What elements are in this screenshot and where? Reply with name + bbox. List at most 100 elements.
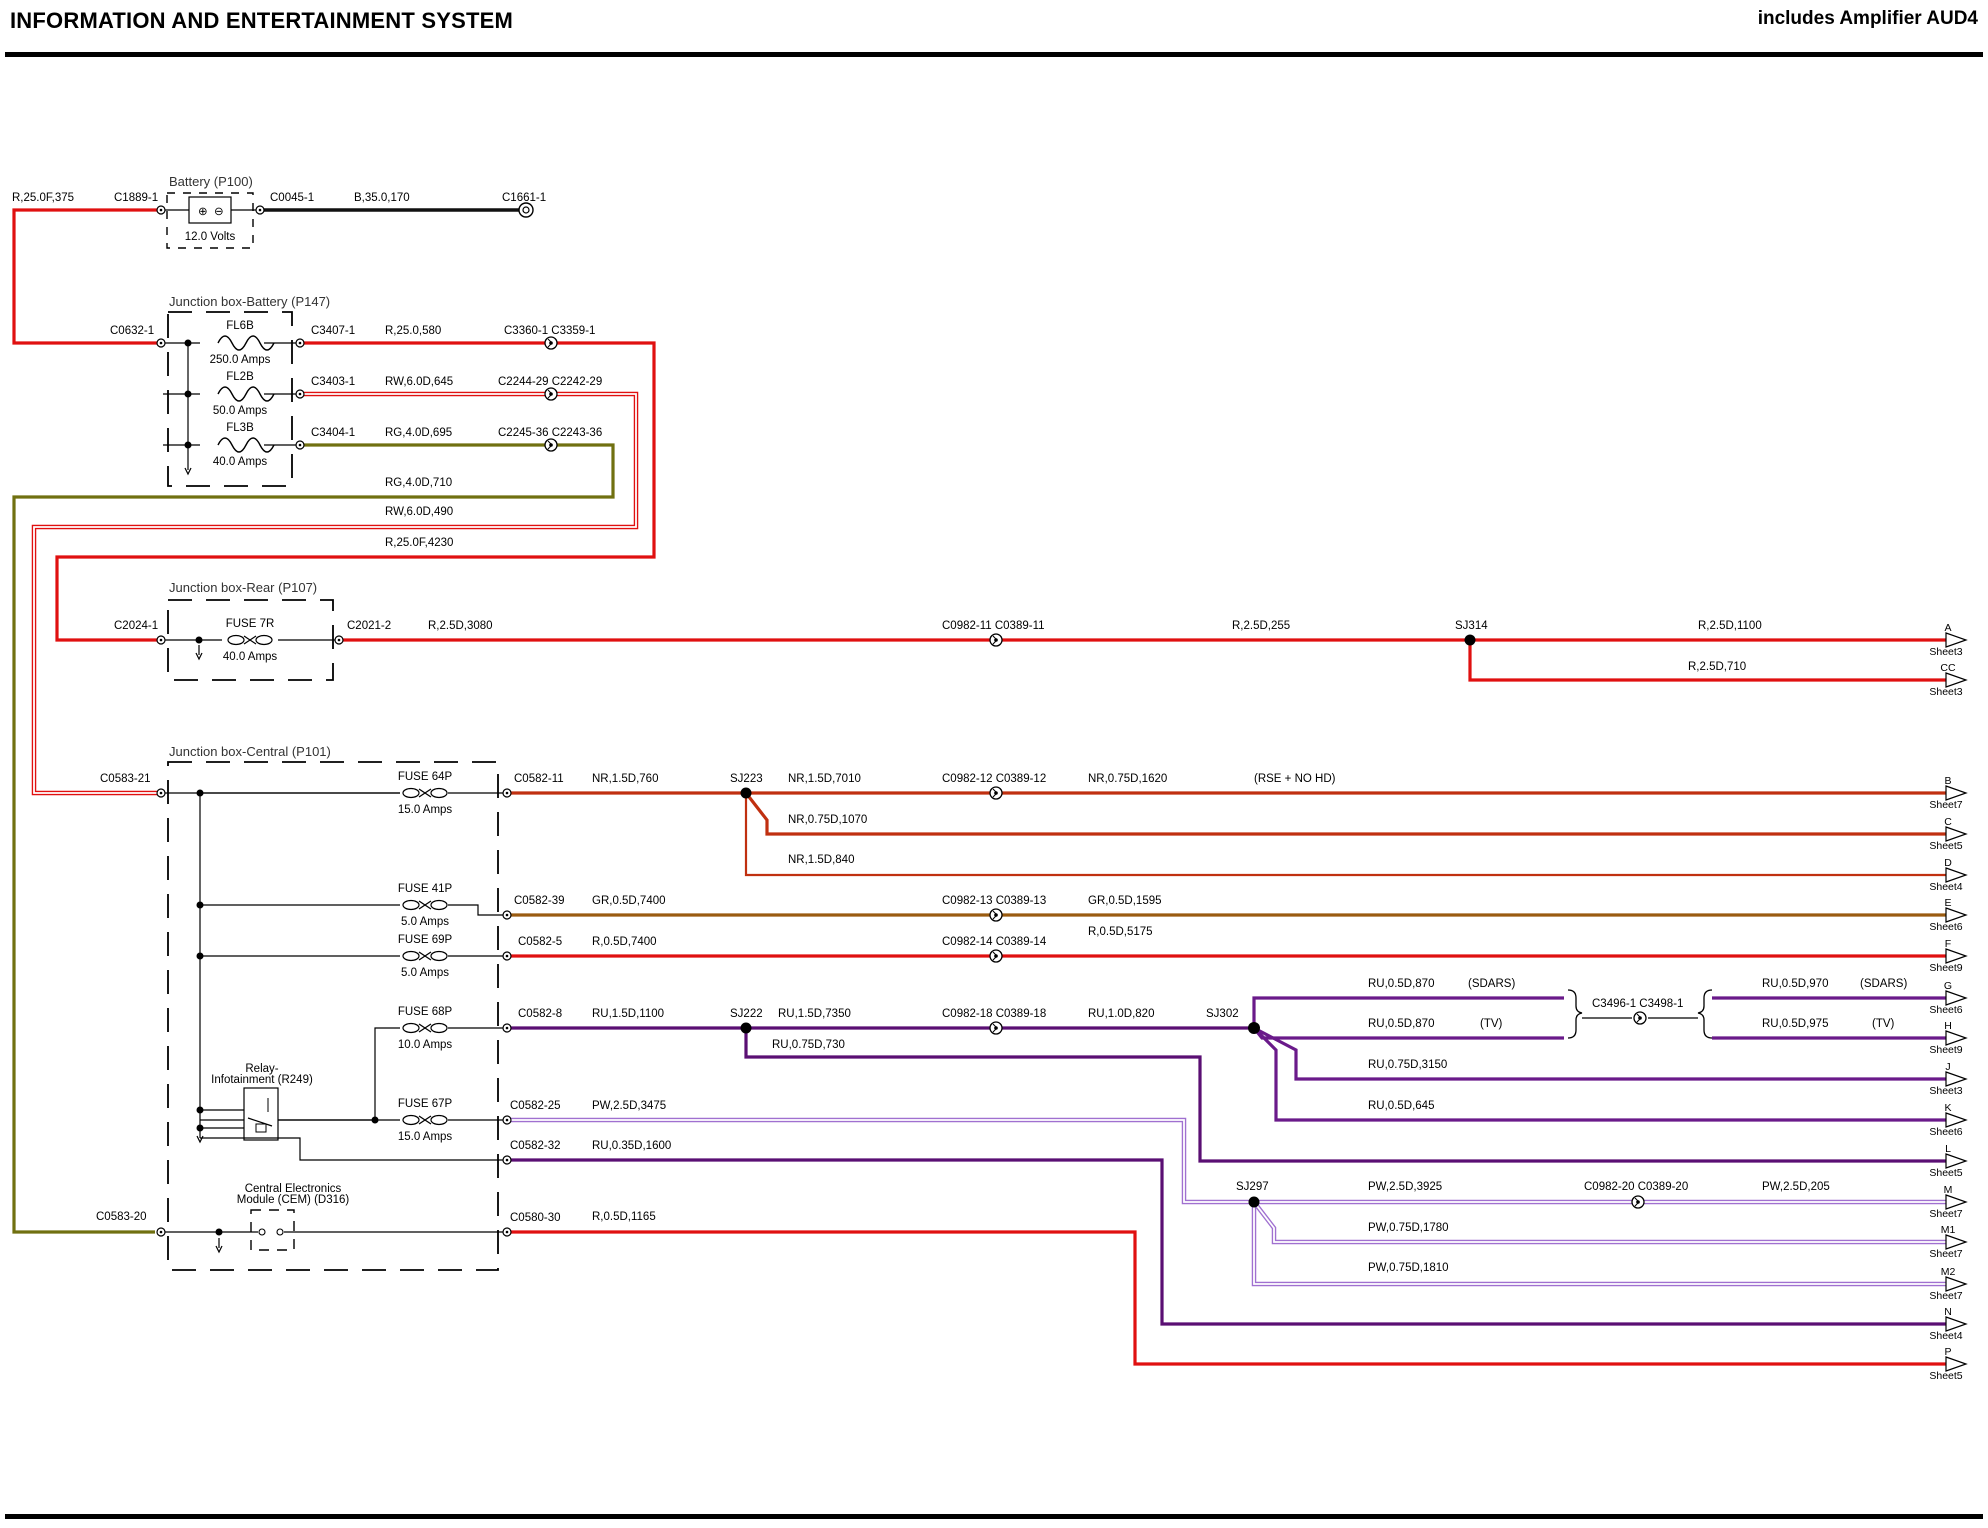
label-w7010: NR,1.5D,7010 — [788, 773, 861, 785]
pin-jbc-out-0-center — [505, 791, 509, 795]
splice-sj223 — [740, 787, 752, 799]
relay-node-1 — [196, 1106, 204, 1114]
output-e-arrow — [1945, 907, 1968, 923]
label-c0582-39: C0582-39 — [514, 895, 565, 907]
wire-ru1600 — [508, 1158, 1946, 1326]
pin-c0583-20-center — [159, 1230, 163, 1234]
fuse-1-rating: 50.0 Amps — [213, 405, 268, 417]
bracket-left — [1567, 989, 1583, 1039]
top-rule — [5, 52, 1983, 57]
fuse-0-symbol — [217, 335, 275, 351]
fuse-central-1-name: FUSE 41P — [398, 883, 453, 895]
inline-c0982-12-chevron — [992, 788, 998, 798]
label-w255: R,2.5D,255 — [1232, 620, 1290, 632]
label-w1600: RU,0.35D,1600 — [592, 1140, 671, 1152]
label-w205: PW,2.5D,205 — [1762, 1181, 1830, 1193]
output-h-sheet: Sheet9 — [1929, 1044, 1962, 1056]
output-p-letter: P — [1944, 1346, 1951, 1358]
label-c0982-18: C0982-18 C0389-18 — [942, 1008, 1046, 1020]
output-g-letter: G — [1944, 980, 1952, 992]
label-c3403: C3403-1 — [311, 376, 355, 388]
label-c2021: C2021-2 — [347, 620, 391, 632]
pin-c1661 — [518, 202, 534, 218]
label-w820: RU,1.0D,820 — [1088, 1008, 1154, 1020]
pin-c1889-center — [159, 208, 163, 212]
fuse-central-4-symbol-link2 — [418, 1115, 432, 1125]
wire-nr1070 — [744, 792, 1946, 836]
wire-rg710 — [12, 443, 615, 1234]
inline-c0982-18-center — [994, 1026, 998, 1030]
label-w710b: R,2.5D,710 — [1688, 661, 1746, 673]
label-c1661: C1661-1 — [502, 192, 546, 204]
label-w710a: RG,4.0D,710 — [385, 477, 452, 489]
label-w1070: NR,0.75D,1070 — [788, 814, 867, 826]
output-n-sheet: Sheet4 — [1929, 1330, 1962, 1342]
pin-jbc-out-4-center — [505, 1118, 509, 1122]
output-m2-letter: M2 — [1941, 1266, 1956, 1278]
output-c-arrow — [1945, 826, 1968, 842]
inline-c0982-11-chevron — [992, 635, 998, 645]
output-d-arrow — [1945, 867, 1968, 883]
output-cc-letter: CC — [1940, 662, 1956, 674]
label-w1620: NR,0.75D,1620 — [1088, 773, 1167, 785]
label-c0632: C0632-1 — [110, 325, 154, 337]
label-w870a: RU,0.5D,870 — [1368, 978, 1434, 990]
fuse-central-3-rating: 10.0 Amps — [398, 1039, 453, 1051]
fuse-central-2-name: FUSE 69P — [398, 934, 453, 946]
output-f-letter: F — [1945, 938, 1951, 950]
fuse-1-symbol — [217, 386, 275, 402]
output-b-sheet: Sheet7 — [1929, 799, 1962, 811]
jb-battery-node-0 — [184, 339, 192, 347]
label-w870b: RU,0.5D,870 — [1368, 1018, 1434, 1030]
label-w1165: R,0.5D,1165 — [592, 1211, 656, 1223]
label-c0982-12: C0982-12 C0389-12 — [942, 773, 1046, 785]
label-sj297: SJ297 — [1236, 1181, 1269, 1193]
output-n-letter: N — [1944, 1306, 1952, 1318]
label-c0982-20: C0982-20 C0389-20 — [1584, 1181, 1688, 1193]
label-w760: NR,1.5D,760 — [592, 773, 658, 785]
label-sj223: SJ223 — [730, 773, 763, 785]
wire-rw490-core — [33, 393, 637, 794]
output-m1-letter: M1 — [1941, 1224, 1956, 1236]
relay-title-2: Infotainment (R249) — [211, 1074, 313, 1086]
label-sj314: SJ314 — [1455, 620, 1488, 632]
splice-sj222 — [740, 1022, 752, 1034]
cem-ground-arrow — [215, 1245, 223, 1254]
label-c2245: C2245-36 C2243-36 — [498, 427, 602, 439]
inline-c2244-chevron — [547, 389, 553, 399]
jb-battery-ground-arrow — [184, 467, 192, 476]
note-tv2: (TV) — [1872, 1018, 1895, 1030]
label-w1100a: R,2.5D,1100 — [1698, 620, 1762, 632]
cem-title-2: Module (CEM) (D316) — [237, 1194, 350, 1206]
label-w7400b: R,0.5D,7400 — [592, 936, 657, 948]
fuse-central-1-rating: 5.0 Amps — [401, 916, 449, 928]
pin-jbc-out-2-center — [505, 954, 509, 958]
label-w645b: RU,0.5D,645 — [1368, 1100, 1434, 1112]
fuse-central-4-symbol-left — [402, 1114, 420, 1126]
battery-minus-icon: ⊖ — [214, 206, 224, 218]
wire-r375 — [12, 208, 160, 345]
note-sdars1: (SDARS) — [1468, 978, 1515, 990]
fuse-central-1-symbol-right — [430, 899, 448, 911]
output-k-letter: K — [1944, 1102, 1951, 1114]
output-m2-sheet: Sheet7 — [1929, 1290, 1962, 1302]
fuse-central-1-symbol-link2 — [418, 900, 432, 910]
label-w695: RG,4.0D,695 — [385, 427, 452, 439]
label-c0582-32: C0582-32 — [510, 1140, 561, 1152]
relay-switch — [247, 1117, 273, 1127]
label-w490: RW,6.0D,490 — [385, 506, 453, 518]
pin-c2021-center — [337, 638, 341, 642]
label-c0583-20: C0583-20 — [96, 1211, 147, 1223]
fuse-0-rating: 250.0 Amps — [210, 354, 271, 366]
output-a-letter: A — [1944, 622, 1951, 634]
inline-c3496-center — [1638, 1016, 1642, 1020]
fuse-1-name: FL2B — [226, 371, 254, 383]
label-c0982-11: C0982-11 C0389-11 — [942, 620, 1045, 632]
label-c3496: C3496-1 C3498-1 — [1592, 998, 1683, 1010]
pin-c2024-center — [159, 638, 163, 642]
label-w375: R,25.0F,375 — [12, 192, 74, 204]
fuse-7r-symbol-left — [227, 634, 245, 646]
label-w4230: R,25.0F,4230 — [385, 537, 453, 549]
output-c-sheet: Sheet5 — [1929, 840, 1962, 852]
